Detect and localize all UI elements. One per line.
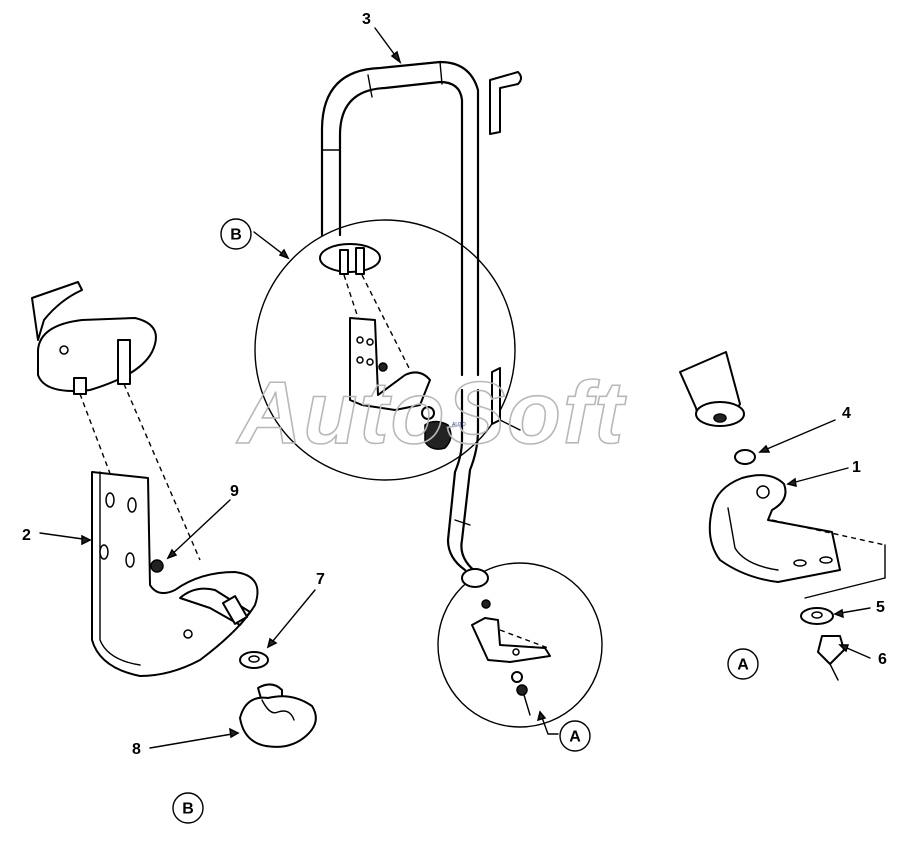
detail-circle-b — [254, 219, 516, 481]
callout-3: 3 — [362, 11, 371, 28]
tube-frame — [319, 60, 522, 588]
callout-7: 7 — [316, 571, 325, 588]
callout-9: 9 — [230, 483, 239, 500]
svg-text:A: A — [569, 729, 581, 746]
detail-label-b-bottom: B — [172, 792, 204, 824]
svg-text:B: B — [182, 801, 194, 818]
leader-lines — [39, 27, 871, 749]
callout-5: 5 — [876, 599, 885, 616]
left-bracket-assembly — [31, 281, 317, 748]
detail-circle-a — [437, 562, 603, 728]
detail-b-parts: AUTO — [343, 274, 466, 450]
svg-text:B: B — [230, 227, 242, 244]
callout-2: 2 — [22, 527, 31, 544]
detail-label-a-pointer: A — [559, 720, 591, 752]
callout-4: 4 — [842, 405, 851, 422]
detail-label-a-right: A — [727, 648, 759, 680]
svg-text:A: A — [737, 657, 749, 674]
detail-a-parts — [471, 599, 551, 716]
right-bracket-assembly — [679, 351, 886, 681]
svg-text:AUTO: AUTO — [452, 422, 466, 428]
callout-1: 1 — [852, 459, 861, 476]
callout-6: 6 — [878, 651, 887, 668]
watermark-text: AutoSoft — [236, 363, 627, 462]
callout-8: 8 — [132, 741, 141, 758]
callout-numbers: 3 2 9 7 8 4 1 5 6 — [22, 11, 887, 758]
detail-labels: B B A A — [172, 218, 759, 824]
detail-label-b-top: B — [220, 218, 252, 250]
